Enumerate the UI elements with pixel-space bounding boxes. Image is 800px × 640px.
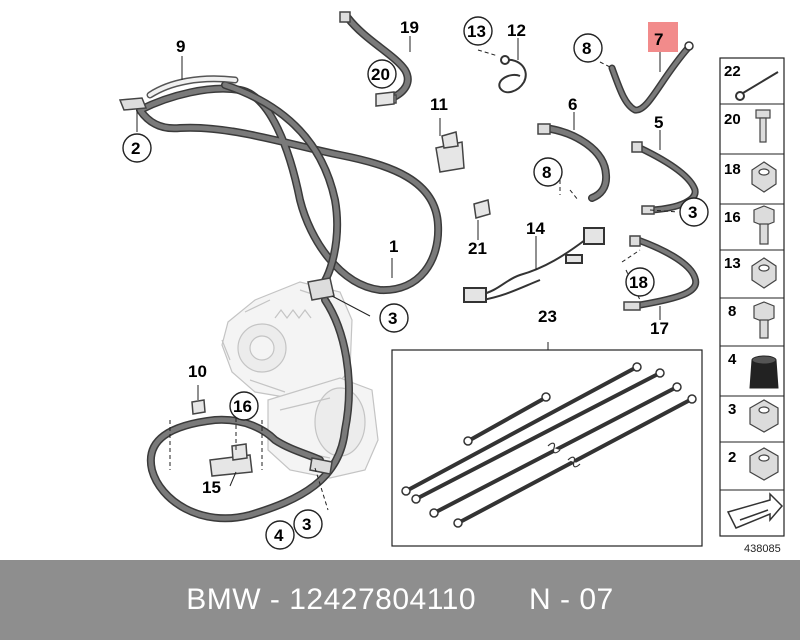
side-label-7: 4 — [728, 351, 737, 368]
callout-19: 19 — [400, 18, 419, 37]
clip-10 — [191, 399, 206, 415]
side-icon-3-nut — [749, 399, 779, 433]
cable-12 — [498, 55, 527, 94]
callout-18: 18 — [629, 273, 648, 292]
side-label-4: 16 — [724, 209, 741, 226]
callout-12: 12 — [507, 21, 526, 40]
side-label-1: 22 — [724, 63, 741, 80]
callout-6: 6 — [568, 95, 577, 114]
callout-3a: 3 — [388, 309, 397, 328]
cable-5 — [631, 141, 699, 215]
box-23 — [391, 349, 703, 547]
cable-1-terminals — [118, 97, 335, 475]
clip-15 — [209, 443, 253, 477]
clip-21 — [473, 199, 491, 219]
side-icon-2-nut — [749, 447, 779, 481]
side-label-8: 3 — [728, 401, 736, 418]
callout-14: 14 — [526, 219, 545, 238]
callout-16: 16 — [233, 397, 252, 416]
callout-8b: 8 — [542, 163, 551, 182]
side-icon-16-bolt — [753, 205, 775, 245]
callout-17: 17 — [650, 319, 669, 338]
side-label-6: 8 — [728, 303, 736, 320]
callout-3b: 3 — [688, 203, 697, 222]
cable-7 — [608, 41, 694, 114]
clip-20-bracket — [375, 91, 395, 107]
callout-10: 10 — [188, 362, 207, 381]
callout-15: 15 — [202, 478, 221, 497]
harness-14 — [463, 227, 605, 303]
dashed-leaders — [169, 49, 679, 511]
callout-21: 21 — [468, 239, 487, 258]
alternator-illustration — [221, 281, 353, 399]
side-icon-8-bolt — [753, 301, 775, 339]
cable-6 — [537, 123, 611, 202]
side-icon-22-cable — [735, 71, 779, 101]
highlight-part-7 — [648, 22, 678, 52]
callout-9: 9 — [176, 37, 185, 56]
footer-bar: BMW - 12427804110 N - 07 — [0, 560, 800, 640]
callout-13: 13 — [467, 22, 486, 41]
callout-7: 7 — [654, 30, 663, 49]
side-label-2: 20 — [724, 111, 741, 128]
clip-11 — [435, 131, 465, 173]
callout-23: 23 — [538, 307, 557, 326]
side-icon-arrow — [726, 492, 784, 529]
callout-5: 5 — [654, 113, 663, 132]
side-icon-20-bolt — [755, 109, 771, 143]
side-icon-4-cap — [749, 355, 779, 389]
callout-11: 11 — [430, 95, 448, 114]
cable-17 — [623, 235, 700, 311]
footer-text: BMW - 12427804110 N - 07 — [186, 583, 614, 616]
diagram-id: 438085 — [744, 543, 781, 555]
parts-diagram: 22 20 18 16 13 8 4 3 2 1 2 3 3 3 4 5 6 7… — [118, 11, 785, 555]
callout-2: 2 — [131, 139, 140, 158]
callout-4: 4 — [274, 526, 284, 545]
callout-3c: 3 — [302, 515, 311, 534]
cable-19 — [339, 11, 412, 104]
side-icon-13-nut — [751, 257, 777, 289]
callout-20: 20 — [371, 65, 390, 84]
side-icon-18-nut — [751, 161, 777, 193]
callout-1: 1 — [389, 237, 398, 256]
side-label-9: 2 — [728, 449, 736, 466]
callout-labels: 1 2 3 3 3 4 5 6 7 8 8 9 10 11 12 13 14 1… — [131, 18, 697, 545]
side-panel: 22 20 18 16 13 8 4 3 2 — [719, 57, 785, 537]
callout-circles — [122, 16, 709, 550]
side-label-5: 13 — [724, 255, 741, 272]
side-label-3: 18 — [724, 161, 741, 178]
cable-1 — [136, 75, 443, 523]
callout-8a: 8 — [582, 39, 591, 58]
